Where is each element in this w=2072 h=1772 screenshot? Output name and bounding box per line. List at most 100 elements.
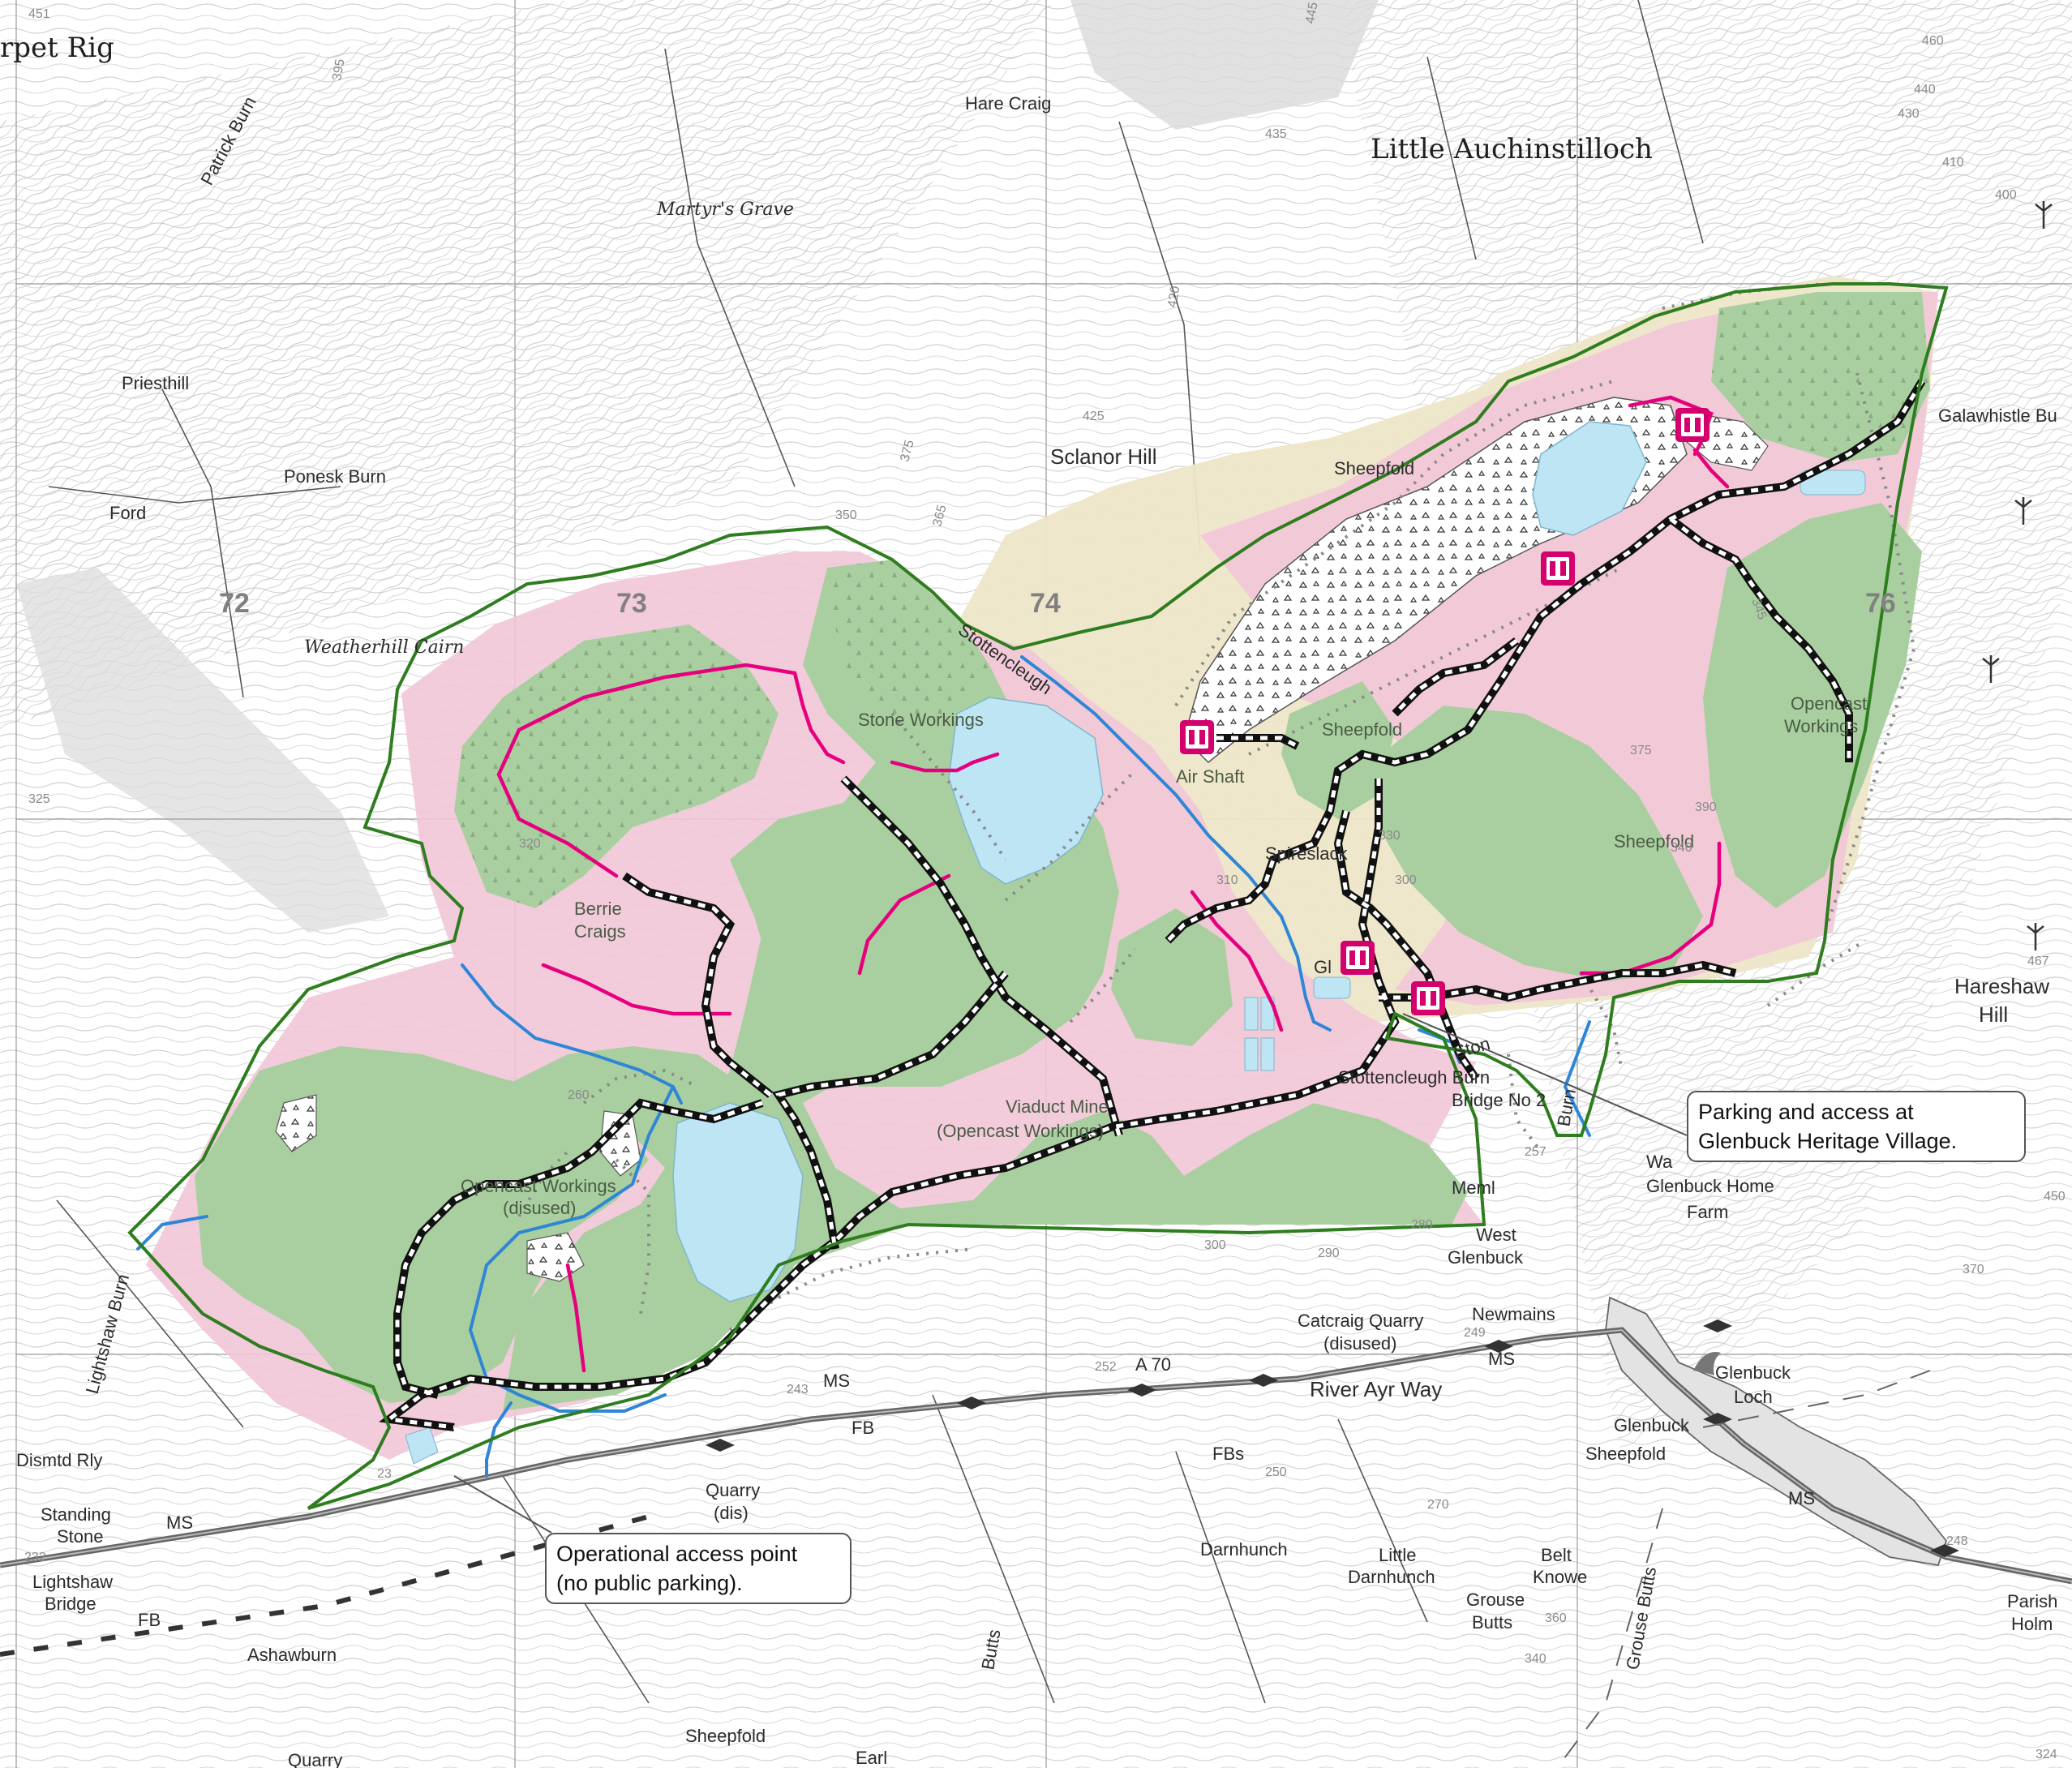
place-label: Standing bbox=[41, 1504, 111, 1525]
site-label: Workings bbox=[1784, 716, 1858, 736]
place-label: Parish bbox=[2007, 1591, 2057, 1611]
place-label: FBs bbox=[1212, 1444, 1244, 1464]
place-label: West bbox=[1476, 1225, 1516, 1245]
height-label: 260 bbox=[568, 1088, 590, 1102]
dismantled-railway bbox=[0, 1514, 650, 1657]
place-label: Grouse bbox=[1466, 1590, 1525, 1610]
height-label: 425 bbox=[1083, 410, 1105, 423]
grid-number: 73 bbox=[616, 588, 647, 619]
place-label: Glenbuck bbox=[1448, 1247, 1524, 1268]
parking-icon[interactable] bbox=[1180, 720, 1214, 754]
place-labels: rpet Rig Hare Craig Little Auchinstilloc… bbox=[0, 32, 2057, 1770]
site-label: Stone Workings bbox=[858, 710, 984, 730]
callout-leader-parking bbox=[1402, 1013, 1688, 1136]
place-label: Sheepfold bbox=[685, 1726, 766, 1746]
place-label: Farm bbox=[1687, 1202, 1728, 1222]
callout-line: Operational access point bbox=[556, 1542, 798, 1566]
place-label: Belt bbox=[1541, 1545, 1572, 1565]
place-label: MS bbox=[1788, 1488, 1815, 1508]
height-label: 310 bbox=[1216, 873, 1238, 887]
place-label: Knowe bbox=[1533, 1567, 1587, 1587]
place-label: Earl bbox=[856, 1748, 887, 1768]
site-label: Craigs bbox=[574, 921, 626, 942]
place-label: River Ayr Way bbox=[1310, 1377, 1442, 1401]
place-label: Darnhunch bbox=[1200, 1539, 1288, 1560]
site-label: Opencast Workings bbox=[461, 1176, 616, 1196]
windmill-icons bbox=[1982, 201, 2053, 950]
height-label: 390 bbox=[1695, 800, 1717, 814]
place-label: Bridge No 2 bbox=[1452, 1090, 1546, 1110]
height-label: 330 bbox=[1379, 829, 1401, 843]
parking-icon[interactable] bbox=[1541, 551, 1575, 586]
place-label: Gl bbox=[1314, 957, 1332, 977]
site-label: Air Shaft bbox=[1176, 766, 1244, 787]
callout-line: Parking and access at bbox=[1698, 1100, 1914, 1124]
place-label: FB bbox=[138, 1610, 161, 1630]
place-label: Butts bbox=[1472, 1612, 1512, 1633]
parking-icon[interactable] bbox=[1675, 408, 1710, 442]
place-label: Holm bbox=[2011, 1614, 2053, 1634]
parking-icon[interactable] bbox=[1411, 981, 1445, 1015]
height-label: 395 bbox=[330, 58, 347, 81]
quarry-loch-stone-workings bbox=[948, 697, 1104, 885]
place-label: Little bbox=[1379, 1545, 1416, 1565]
place-label: Galawhistle Bu bbox=[1938, 405, 2057, 426]
height-label: 430 bbox=[1898, 107, 1920, 121]
height-label: 435 bbox=[1265, 127, 1287, 141]
quarry-loch-viaduct bbox=[672, 1102, 804, 1302]
height-label: 300 bbox=[1204, 1238, 1226, 1252]
place-label: Hareshaw bbox=[1954, 974, 2049, 998]
place-label: Wa bbox=[1646, 1152, 1673, 1172]
forest-grey-west bbox=[16, 568, 389, 933]
height-label: 340 bbox=[1671, 841, 1692, 855]
place-label: Glenbuck bbox=[1715, 1362, 1791, 1383]
place-label: MS bbox=[823, 1371, 850, 1391]
roads bbox=[0, 1319, 2072, 1585]
place-label: Priesthill bbox=[122, 373, 189, 393]
site-label: (disused) bbox=[503, 1198, 576, 1218]
glenbuck-loch bbox=[1605, 1296, 1948, 1567]
height-label: 280 bbox=[1411, 1218, 1433, 1232]
callout-leader-operational bbox=[453, 1475, 552, 1534]
parking-icon[interactable] bbox=[1341, 941, 1375, 975]
boundary-dashed bbox=[1702, 1370, 1931, 1428]
height-label: 350 bbox=[835, 508, 857, 522]
grid-number: 76 bbox=[1865, 588, 1896, 619]
place-label: Glenbuck Home bbox=[1646, 1176, 1774, 1196]
site-boundary bbox=[127, 282, 1949, 1510]
place-label: Quarry bbox=[288, 1750, 342, 1768]
windmill-icon bbox=[2014, 497, 2032, 525]
height-label: 250 bbox=[1265, 1465, 1287, 1479]
place-label: MS bbox=[1488, 1349, 1515, 1369]
place-label: Hare Craig bbox=[965, 93, 1051, 114]
height-label: 232 bbox=[24, 1551, 46, 1564]
place-label: Sheepfold bbox=[1334, 458, 1414, 478]
height-label: 370 bbox=[1963, 1263, 1984, 1276]
place-label: Lightshaw bbox=[32, 1572, 113, 1592]
place-label: Bridge bbox=[45, 1594, 97, 1614]
height-label: 325 bbox=[28, 792, 50, 806]
height-label: 375 bbox=[898, 439, 916, 463]
site-landcover bbox=[146, 276, 1938, 1465]
windmill-icon bbox=[1982, 655, 2000, 683]
height-label: 300 bbox=[1395, 873, 1417, 887]
callout-line: Glenbuck Heritage Village. bbox=[1698, 1129, 1958, 1153]
parking-icons bbox=[1180, 408, 1710, 1015]
height-label: 440 bbox=[1914, 83, 1936, 97]
place-label: FB bbox=[852, 1418, 874, 1438]
place-label: Loch bbox=[1734, 1387, 1773, 1407]
place-label: Weatherhill Cairn bbox=[304, 637, 464, 658]
height-label: 451 bbox=[28, 7, 50, 21]
place-label: MS bbox=[166, 1512, 193, 1533]
height-label: 290 bbox=[1318, 1246, 1340, 1260]
place-label: Sclanor Hill bbox=[1050, 444, 1157, 469]
height-label: 248 bbox=[1946, 1534, 1968, 1548]
site-label: (Opencast Workings) bbox=[937, 1121, 1104, 1141]
place-label: (dis) bbox=[714, 1503, 749, 1523]
place-label: Newmains bbox=[1472, 1304, 1555, 1324]
height-label: 23 bbox=[377, 1467, 392, 1481]
forest-grey-north bbox=[1070, 0, 1379, 130]
place-label: Ponesk Burn bbox=[284, 466, 386, 487]
